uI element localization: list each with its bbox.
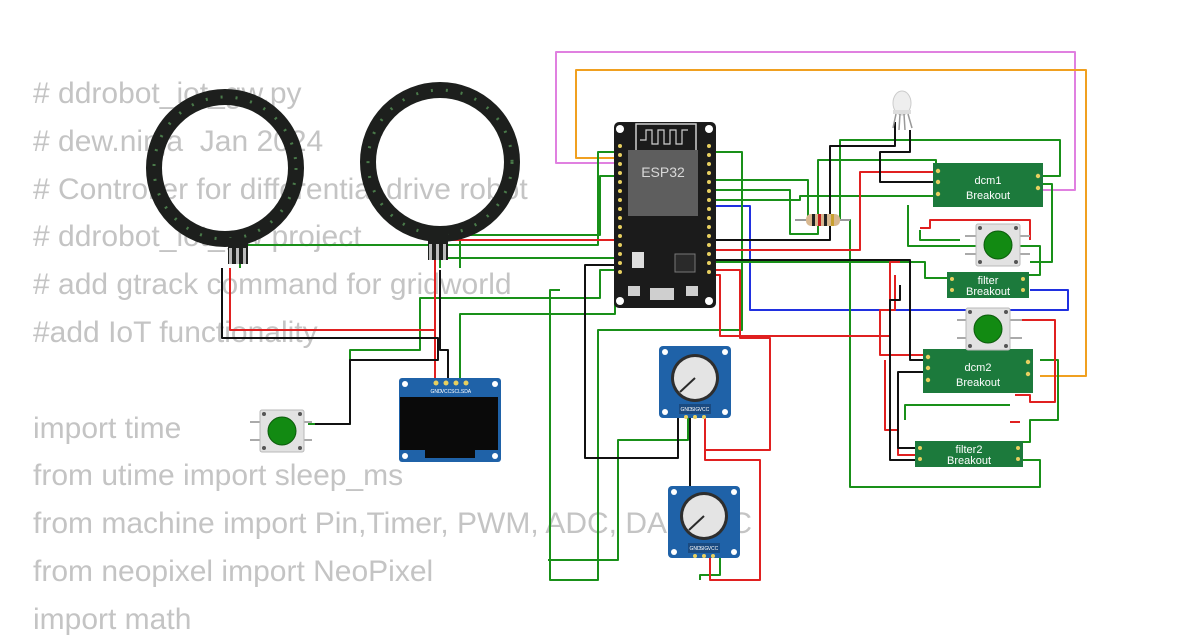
push-button-middle[interactable]	[957, 307, 1022, 351]
wire-orange[interactable]	[575, 69, 1087, 377]
neopixel-ring-left[interactable]	[146, 89, 304, 264]
push-button-left[interactable]	[250, 409, 312, 453]
code-line: # add gtrack command for gridworld	[33, 268, 512, 302]
wire-red-6[interactable]	[710, 171, 936, 251]
breakout-filter2-subtitle: Breakout	[947, 455, 991, 467]
wire-green-3[interactable]	[439, 257, 620, 268]
breakout-filter[interactable]: filter Breakout	[947, 272, 1029, 298]
oled-pin-vcc: VCC	[441, 389, 452, 395]
circuit-diagram: ESP32	[146, 51, 1087, 581]
breakout-dcm1[interactable]: dcm1 Breakout	[933, 163, 1043, 207]
code-line: from neopixel import NeoPixel	[33, 554, 434, 588]
wire-black-3[interactable]	[584, 264, 679, 459]
wire-green-9[interactable]	[710, 195, 936, 201]
pot1-pin-vcc: VCC	[699, 407, 710, 413]
oled-pin-gnd: GND	[430, 389, 442, 395]
resistor[interactable]	[795, 214, 850, 226]
wire-red-7[interactable]	[920, 219, 1031, 240]
wire-black-7[interactable]	[889, 285, 918, 461]
wire-green-12[interactable]	[907, 205, 1041, 276]
breakout-filter2[interactable]: filter2 Breakout	[915, 441, 1023, 467]
wire-green-8[interactable]	[710, 159, 937, 235]
code-line: from utime import sleep_ms	[33, 459, 404, 493]
pot2-pin-vcc: VCC	[708, 546, 719, 552]
wire-black-2[interactable]	[439, 270, 449, 384]
wire-red-9[interactable]	[1010, 319, 1056, 403]
wire-black-9[interactable]	[897, 371, 928, 449]
wire-green-16[interactable]	[548, 418, 689, 561]
wire-black-6[interactable]	[879, 130, 936, 183]
pot1-pin-sig: SIG	[691, 407, 700, 413]
wire-black-5[interactable]	[710, 122, 896, 241]
rgb-led[interactable]	[892, 90, 913, 131]
breakout-dcm2-title: dcm2	[965, 362, 992, 374]
esp32-board[interactable]: ESP32	[614, 122, 716, 308]
wire-red-2[interactable]	[434, 239, 620, 330]
push-button-top[interactable]	[965, 223, 1030, 267]
wire-red-5[interactable]	[704, 450, 761, 581]
code-line: #add IoT functionality	[33, 315, 318, 349]
wire-red-1[interactable]	[229, 268, 436, 384]
neopixel-ring-right[interactable]	[360, 82, 520, 260]
code-line: # Controller for differential drive robo…	[33, 172, 528, 206]
breakout-dcm2[interactable]: dcm2 Breakout	[923, 349, 1033, 393]
esp32-label: ESP32	[641, 164, 685, 180]
wire-violet[interactable]	[555, 51, 1076, 191]
breakout-filter-subtitle: Breakout	[966, 286, 1010, 298]
oled-pin-scl: SCL	[451, 389, 461, 395]
breakout-filter2-title: filter2	[956, 444, 983, 456]
wire-green-15[interactable]	[904, 404, 1010, 420]
potentiometer-top[interactable]: GND SIG VCC	[659, 346, 731, 419]
breakout-filter-title: filter	[978, 275, 999, 287]
wire-red-8[interactable]	[879, 275, 930, 356]
wire-black-4[interactable]	[710, 259, 930, 361]
breakout-dcm1-title: dcm1	[975, 175, 1002, 187]
pot2-pin-gnd: GND	[689, 546, 701, 552]
wire-green-6[interactable]	[549, 151, 743, 581]
oled-display[interactable]: GND VCC SCL SDA	[399, 378, 501, 462]
breakout-dcm2-subtitle: Breakout	[956, 377, 1000, 389]
breakout-dcm1-subtitle: Breakout	[966, 190, 1010, 202]
wire-green-13[interactable]	[919, 230, 960, 241]
wire-green-5[interactable]	[459, 260, 616, 384]
code-line: import time	[33, 411, 182, 445]
wire-red-4[interactable]	[710, 261, 900, 337]
pot2-pin-sig: SIG	[700, 546, 709, 552]
oled-pin-sda: SDA	[461, 389, 472, 395]
potentiometer-bottom[interactable]: GND SIG VCC	[668, 486, 740, 558]
wire-green-18[interactable]	[710, 261, 950, 279]
code-line: from machine import Pin,Timer, PWM, ADC,…	[33, 507, 753, 541]
wire-green-2[interactable]	[459, 175, 620, 268]
simulator-canvas: # ddrobot_iot_gw.py# dew.ninja Jan 2024#…	[33, 51, 1087, 636]
wire-black-1[interactable]	[221, 268, 439, 425]
pot1-pin-gnd: GND	[680, 407, 692, 413]
wire-green-7[interactable]	[710, 139, 1061, 221]
